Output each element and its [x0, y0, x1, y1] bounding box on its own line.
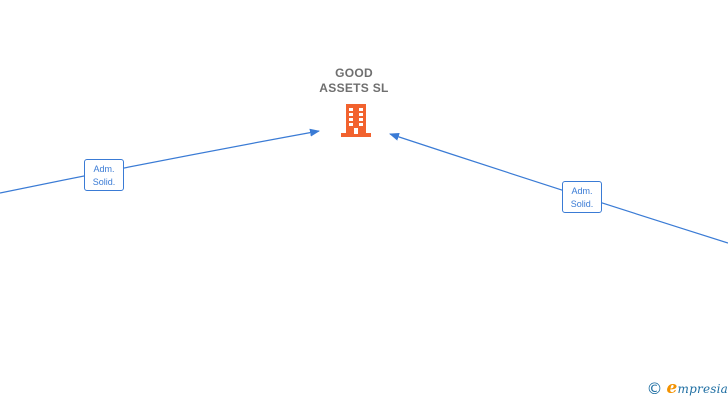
company-name[interactable]: GOOD ASSETS SL: [294, 66, 414, 96]
relation-label-line1: Adm.: [93, 164, 115, 174]
copyright-icon: ©: [646, 378, 663, 398]
relation-label-line2: Solid.: [570, 199, 594, 209]
relation-label-line2: Solid.: [92, 177, 116, 187]
brand-rest: mpresia: [677, 382, 728, 396]
company-name-line2: ASSETS SL: [319, 81, 389, 95]
building-icon[interactable]: [340, 102, 372, 138]
relation-label-right[interactable]: Adm. Solid.: [562, 181, 602, 213]
brand-initial: e: [666, 378, 678, 398]
edge-right: [389, 133, 728, 244]
company-name-line1: GOOD: [335, 66, 373, 80]
edge-left: [0, 128, 320, 194]
relation-label-left[interactable]: Adm. Solid.: [84, 159, 124, 191]
brand-wordmark: empresia: [667, 378, 728, 398]
empresia-logo: © empresia: [647, 378, 728, 398]
relation-label-line1: Adm.: [571, 186, 593, 196]
